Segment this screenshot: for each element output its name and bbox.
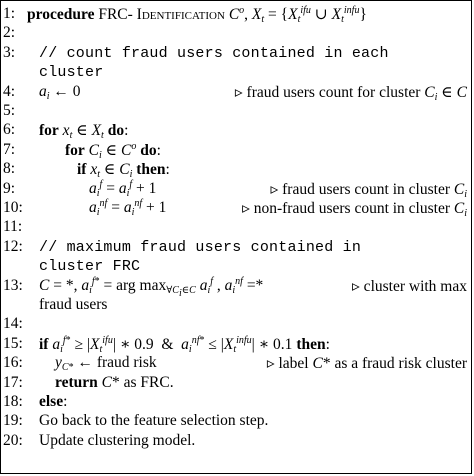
line-comment: ▹ label C* as a fraud risk cluster <box>266 355 467 373</box>
line-number: 8: <box>3 160 16 178</box>
line-code: fraud users <box>39 296 108 313</box>
line-code: Update clustering model. <box>39 431 196 449</box>
algorithm-line: 9: aif = aif + 1 ▹ fraud users count in cl… <box>3 178 467 202</box>
algorithm-line: cluster <box>3 63 467 85</box>
line-code: ainf = ainf + 1 <box>89 198 167 218</box>
algorithm-line: 13: C = *, aif* = arg max∀Ci∈C aif , ainf… <box>3 275 467 299</box>
algorithm-line: 1: procedure FRC- Identification Co, Xt =… <box>3 5 467 27</box>
line-code: aif = aif + 1 <box>89 178 157 199</box>
algorithm-line: 19: Go back to the feature selection step… <box>3 412 467 434</box>
line-number: 12: <box>3 237 23 255</box>
line-number: 4: <box>3 82 16 100</box>
algorithm-line: cluster FRC <box>3 257 467 279</box>
algorithm-line: 12: // maximum fraud users contained in <box>3 238 467 260</box>
line-code: if aif* ≥ |Xtifu| ∗ 0.9 & ainf* ≤ |Xtinf… <box>39 334 330 355</box>
line-code: else: <box>39 393 68 410</box>
line-number: 17: <box>3 373 23 391</box>
line-number: 20: <box>3 431 23 449</box>
line-number: 15: <box>3 334 23 352</box>
line-code: // maximum fraud users contained in <box>39 238 362 256</box>
algorithm-line: 20: Update clustering model. <box>3 432 467 454</box>
line-number: 9: <box>3 179 16 197</box>
algorithm-line: 17: return C* as FRC. <box>3 374 467 396</box>
line-code: C = *, aif* = arg max∀Ci∈C aif , ainf =* <box>39 275 264 299</box>
algorithm-line: 3: // count fraud users contained in each <box>3 44 467 66</box>
algorithm-line: 10: ainf = ainf + 1 ▹ non-fraud users coun… <box>3 199 467 221</box>
line-code: ai ← 0 <box>39 82 81 102</box>
algorithm-line: 16: yC* ← fraud risk ▹ label C* as a fraud… <box>3 354 467 376</box>
line-code: for xt ∈ Xt do: <box>39 122 129 142</box>
line-code: // count fraud users contained in each <box>39 44 389 62</box>
line-number: 11: <box>3 218 23 236</box>
line-number: 13: <box>3 276 23 294</box>
algorithm-line: 15: if aif* ≥ |Xtifu| ∗ 0.9 & ainf* ≤ |Xt… <box>3 335 467 357</box>
line-number: 1: <box>3 5 16 22</box>
line-number: 14: <box>3 315 23 333</box>
line-number: 2: <box>3 24 16 42</box>
line-number: 7: <box>3 140 16 158</box>
line-number: 10: <box>3 199 23 216</box>
line-number: 5: <box>3 102 16 119</box>
line-code: procedure FRC- Identification Co, Xt = {… <box>27 5 367 25</box>
line-code: cluster <box>39 64 104 82</box>
line-comment: ▹ non-fraud users count in cluster Ci <box>242 200 467 219</box>
algorithm-line: 14: <box>3 315 467 337</box>
line-code: Go back to the feature selection step. <box>39 412 269 430</box>
line-code: yC* ← fraud risk <box>55 354 157 374</box>
line-comment: ▹ fraud users count in cluster Ci <box>270 180 467 200</box>
algorithm-line: 5: <box>3 102 467 124</box>
line-comment: ▹ fraud users count for cluster Ci ∈ C <box>234 83 467 103</box>
algorithm-line: 18: else: <box>3 393 467 415</box>
line-code: return C* as FRC. <box>55 373 174 391</box>
line-comment: ▹ cluster with max <box>352 277 467 295</box>
algorithm-line: 11: <box>3 218 467 240</box>
algorithm-line: 2: <box>3 24 467 46</box>
algorithm-line: 7: for Ci ∈ Co do: <box>3 141 467 163</box>
algorithm-line: fraud users <box>3 296 467 318</box>
algorithm-line: 4: ai ← 0 ▹ fraud users count for cluster … <box>3 83 467 105</box>
algorithm-line: 8: if xt ∈ Ci then: <box>3 160 467 182</box>
line-number: 19: <box>3 412 23 430</box>
algorithm-line: 6: for xt ∈ Xt do: <box>3 121 467 143</box>
line-number: 16: <box>3 354 23 372</box>
line-number: 18: <box>3 393 23 410</box>
line-code: cluster FRC <box>39 258 141 276</box>
line-code: if xt ∈ Ci then: <box>77 161 170 181</box>
line-number: 3: <box>3 43 16 61</box>
line-number: 6: <box>3 121 16 139</box>
line-code: for Ci ∈ Co do: <box>65 140 161 161</box>
